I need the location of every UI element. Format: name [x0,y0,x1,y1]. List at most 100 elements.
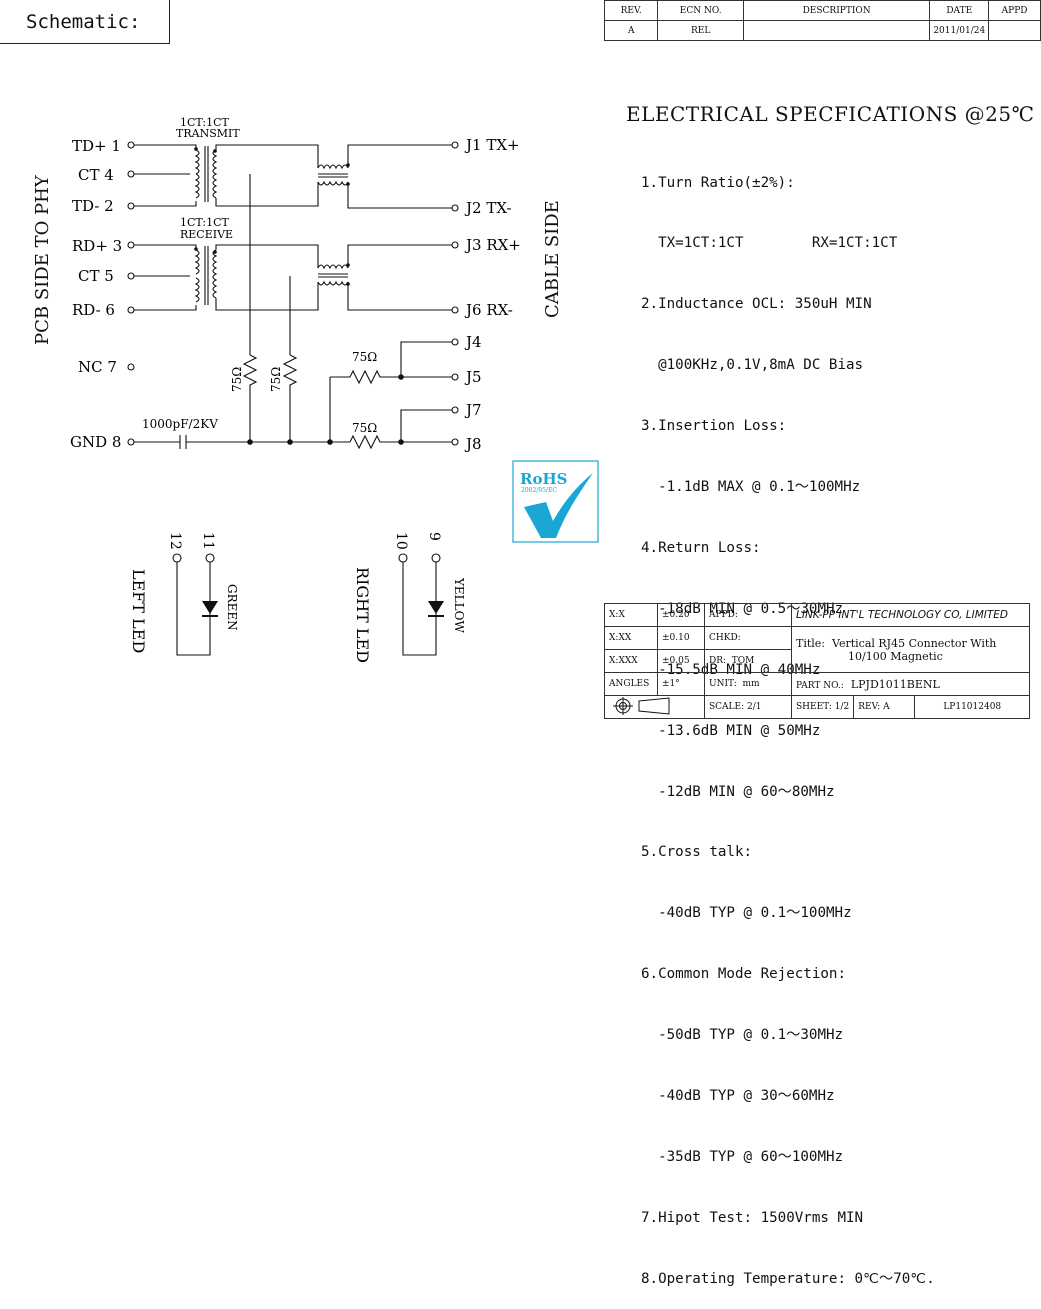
pin-j6: J6 RX- [464,301,513,319]
angles: ANGLES [604,672,658,696]
spec-line: -35dB TYP @ 60～100MHz [641,1148,844,1165]
spec-line: 6.Common Mode Rejection: [641,966,846,983]
tol-xx-val: ±0.10 [657,626,705,650]
part-no: PART NO.: LPJD1011BENL [790,672,1031,696]
drawn-by: DR: TOM [704,649,792,673]
date-header: DATE [929,0,990,21]
right-led-color: YELLOW [452,577,466,633]
spec-line: -13.6dB MIN @ 50MHz [641,722,821,739]
scale: SCALE: 2/1 [704,695,792,719]
unit: UNIT: mm [704,672,792,696]
spec-line: -12dB MIN @ 60～80MHz [641,783,835,800]
check-icon [524,473,593,538]
transmit-ratio: 1CT:1CT [180,116,229,129]
receive-label: RECEIVE [180,228,233,241]
led-pin-11: 11 [200,532,216,550]
spec-line: -40dB TYP @ 0.1～100MHz [641,905,852,922]
pin-ct5: CT 5 [78,267,114,285]
appd-label: APPD: [704,603,792,627]
capacitor-label: 1000pF/2KV [142,417,218,431]
led-pin-10: 10 [393,532,409,550]
title-block: X:X ±0.20 APPD: LINK-PP INT'L TECHNOLOGY… [604,603,1031,719]
resistor-label-4: 75Ω [352,421,377,435]
unit-value: mm [742,679,760,689]
led-pin-12: 12 [167,532,183,550]
spec-list: 1.Turn Ratio(±2%): TX=1CT:1CT RX=1CT:1CT… [641,132,935,1309]
spec-line: 4.Return Loss: [641,539,761,556]
cable-side-label: CABLE SIDE [542,200,563,318]
led-pin-9: 9 [426,532,442,541]
pin-ct4: CT 4 [78,166,114,184]
unit-label: UNIT: [709,679,737,689]
resistor-label-2: 75Ω [269,367,283,392]
rev-cell: A [603,20,659,41]
pin-td-plus: TD+ 1 [72,137,121,155]
spec-line: -50dB TYP @ 0.1～30MHz [641,1027,844,1044]
description-header: DESCRIPTION [742,0,931,21]
pin-td-minus: TD- 2 [72,197,114,215]
spec-line: 2.Inductance OCL: 350uH MIN [641,296,872,313]
spec-line: -1.1dB MAX @ 0.1～100MHz [641,479,861,496]
led-diodes [202,601,444,617]
ecn-cell: REL [657,20,744,41]
title-label: Title: [796,636,826,650]
pin-j2: J2 TX- [464,199,512,217]
resistor-label-1: 75Ω [230,367,244,392]
pin-j1: J1 TX+ [464,136,520,154]
rohs-year: 2002/95/EC [521,487,557,494]
appd-header: APPD [988,0,1041,21]
pcb-side-label: PCB SIDE TO PHY [32,174,53,345]
scale-label: SCALE: [709,702,745,712]
tol-x: X:X [604,603,658,627]
pin-nc7: NC 7 [78,358,117,376]
part-label: PART NO.: [796,680,844,691]
chkd-label: CHKD: [704,626,792,650]
right-led-label: RIGHT LED [353,567,372,663]
spec-title: ELECTRICAL SPECFICATIONS @25℃ [626,102,1035,126]
rohs-badge: RoHS 2002/95/EC [512,460,599,543]
left-led-label: LEFT LED [129,569,148,653]
pin-j3: J3 RX+ [464,236,521,254]
rev-header: REV. [603,0,659,21]
projection-icon [613,696,670,715]
doc-number: LP11012408 [914,695,1031,719]
tol-x-val: ±0.20 [657,603,705,627]
spec-line: @100KHz,0.1V,8mA DC Bias [641,357,864,374]
spec-line: 1.Turn Ratio(±2%): [641,174,795,191]
tol-xxx: X:XXX [604,649,658,673]
spec-line: 7.Hipot Test: 1500Vrms MIN [641,1209,864,1226]
rev: REV: A [853,695,916,719]
pin-j4: J4 [464,333,482,351]
date-cell: 2011/01/24 [929,20,990,41]
rev-label: REV: [858,702,881,712]
angles-val: ±1° [657,672,705,696]
spec-line: 8.Operating Temperature: 0℃～70℃. [641,1270,935,1287]
title-cell: Title: Vertical RJ45 Connector With 10/1… [790,626,1031,673]
spec-line: 5.Cross talk: [641,844,753,861]
pin-rd-minus: RD- 6 [72,301,115,319]
pin-j5: J5 [464,368,482,386]
schematic-label: Schematic: [0,0,170,44]
revision-header-row: REV. ECN NO. DESCRIPTION DATE APPD [603,0,1041,21]
tol-xx: X:XX [604,626,658,650]
resistor-label-3: 75Ω [352,350,377,364]
spec-line: 3.Insertion Loss: [641,418,787,435]
pin-gnd8: GND 8 [70,433,121,451]
left-led-color: GREEN [225,584,239,631]
rev-value: A [883,702,890,712]
sheet: SHEET: 1/2 [790,695,855,719]
ecn-header: ECN NO. [657,0,744,21]
company-name: LINK-PP INT'L TECHNOLOGY CO, LIMITED [790,603,1031,627]
pin-j8: J8 [464,435,482,453]
receive-ratio: 1CT:1CT [180,216,229,229]
pin-rd-plus: RD+ 3 [72,237,122,255]
wiring [127,141,459,450]
dr-label: DR: [709,656,727,666]
title-value: Vertical RJ45 Connector With [832,636,997,650]
dr-value: TOM [731,656,755,666]
scale-value: 2/1 [747,702,762,712]
revision-table: REV. ECN NO. DESCRIPTION DATE APPD A REL… [603,0,1041,41]
spec-line: TX=1CT:1CT RX=1CT:1CT [641,235,898,252]
tol-xxx-val: ±0.05 [657,649,705,673]
revision-row: A REL 2011/01/24 [603,20,1041,41]
